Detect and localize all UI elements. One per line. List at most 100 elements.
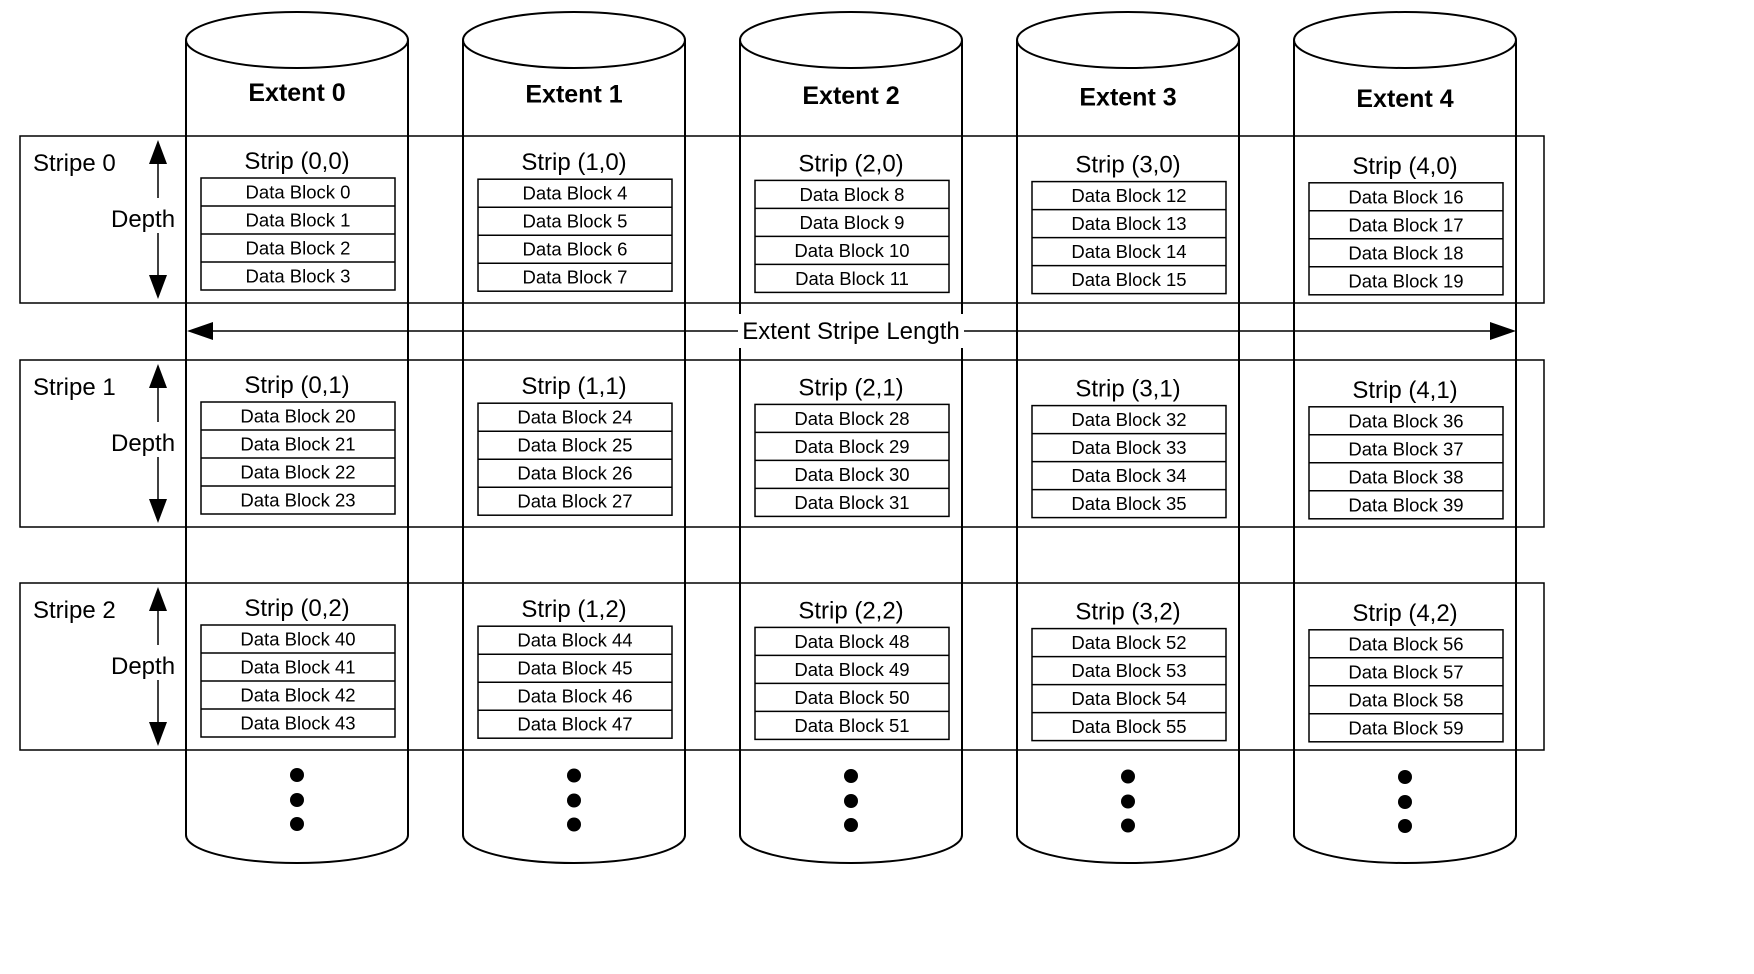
data-block: Data Block 59 — [1348, 717, 1463, 738]
extent-title: Extent 3 — [1079, 84, 1176, 112]
stripe-band — [19, 359, 1545, 528]
data-block: Data Block 47 — [517, 714, 632, 735]
data-block: Data Block 34 — [1071, 465, 1186, 486]
data-block: Data Block 38 — [1348, 466, 1463, 487]
stripe-band — [19, 582, 1545, 751]
data-block: Data Block 29 — [794, 436, 909, 457]
data-block: Data Block 55 — [1071, 716, 1186, 737]
data-block: Data Block 5 — [523, 211, 628, 232]
data-block: Data Block 25 — [517, 435, 632, 456]
arrowhead-down — [149, 275, 167, 299]
continuation-dot — [567, 817, 581, 832]
strip-label: Strip (2,2) — [798, 597, 903, 624]
data-block: Data Block 43 — [240, 713, 355, 734]
data-block: Data Block 6 — [523, 239, 628, 260]
data-block: Data Block 33 — [1071, 437, 1186, 458]
continuation-dot — [1121, 818, 1135, 833]
stripe-length-label-bg — [739, 314, 963, 348]
continuation-dot — [844, 818, 858, 832]
arrowhead-left — [187, 322, 213, 340]
continuation-dot — [1121, 769, 1135, 784]
stripe-label: Stripe 0 — [33, 150, 116, 177]
data-block: Data Block 2 — [246, 238, 351, 259]
data-block: Data Block 12 — [1071, 185, 1186, 206]
data-block: Data Block 23 — [240, 490, 355, 511]
arrowhead-down — [149, 499, 167, 523]
arrowhead-up — [149, 364, 167, 388]
stripe-label: Stripe 2 — [33, 597, 116, 624]
extent-title: Extent 0 — [248, 79, 345, 107]
data-block: Data Block 24 — [517, 407, 632, 428]
data-block: Data Block 26 — [517, 463, 632, 484]
extent-title: Extent 1 — [525, 81, 622, 109]
arrowhead-right — [1490, 322, 1516, 340]
stripe-length-arrow: Extent Stripe Length — [187, 314, 1516, 348]
data-block: Data Block 17 — [1348, 214, 1463, 235]
strip: Strip (2,2) Data Block 48 Data Block 49 Dat… — [754, 597, 950, 741]
data-block: Data Block 37 — [1348, 438, 1463, 459]
data-block: Data Block 0 — [246, 182, 351, 203]
strip: Strip (0,1) Data Block 20 Data Block 21 Dat… — [200, 372, 396, 515]
stripe-annotation: Stripe 0 Depth — [33, 140, 175, 299]
stripe-annotation: Stripe 2 Depth — [33, 587, 175, 746]
strip-label: Strip (3,2) — [1075, 599, 1180, 626]
data-block: Data Block 51 — [794, 715, 909, 736]
continuation-dot — [1398, 795, 1412, 809]
data-block: Data Block 32 — [1071, 409, 1186, 430]
stripe-bands — [19, 135, 1545, 751]
data-block: Data Block 35 — [1071, 493, 1186, 514]
data-block: Data Block 30 — [794, 464, 909, 485]
continuation-dot — [567, 768, 581, 783]
cylinder-top — [185, 11, 409, 69]
extent-title: Extent 2 — [802, 82, 899, 110]
depth-label: Depth — [111, 653, 175, 680]
data-block: Data Block 21 — [240, 434, 355, 455]
strip-label: Strip (0,1) — [244, 372, 349, 399]
continuation-dot — [844, 794, 858, 808]
strip: Strip (0,2) Data Block 40 Data Block 41 Dat… — [200, 595, 396, 738]
cylinder-top — [1016, 11, 1240, 69]
data-block: Data Block 16 — [1348, 186, 1463, 207]
data-block: Data Block 22 — [240, 462, 355, 483]
data-block: Data Block 41 — [240, 657, 355, 678]
depth-label: Depth — [111, 206, 175, 233]
continuation-dot — [290, 817, 304, 831]
strip-label: Strip (3,0) — [1075, 152, 1180, 179]
data-block: Data Block 31 — [794, 492, 909, 513]
stripe-band — [19, 135, 1545, 304]
data-block: Data Block 57 — [1348, 661, 1463, 682]
data-block: Data Block 9 — [800, 212, 905, 233]
data-block: Data Block 36 — [1348, 410, 1463, 431]
data-block: Data Block 42 — [240, 685, 355, 706]
arrowhead-up — [149, 587, 167, 611]
data-block: Data Block 11 — [795, 268, 909, 289]
strip-label: Strip (2,1) — [798, 374, 903, 401]
cylinder-top — [462, 11, 686, 69]
strip-label: Strip (4,1) — [1352, 377, 1457, 404]
continuation-dot — [844, 769, 858, 783]
data-block: Data Block 56 — [1348, 633, 1463, 654]
strip-label: Strip (4,2) — [1352, 600, 1457, 627]
data-block: Data Block 10 — [794, 240, 909, 261]
data-block: Data Block 58 — [1348, 689, 1463, 710]
strip-label: Strip (1,1) — [521, 373, 626, 400]
strip-label: Strip (0,2) — [244, 595, 349, 622]
data-block: Data Block 40 — [240, 629, 355, 650]
data-block: Data Block 15 — [1071, 269, 1186, 290]
data-block: Data Block 49 — [794, 659, 909, 680]
data-block: Data Block 7 — [523, 267, 628, 288]
data-block: Data Block 20 — [240, 406, 355, 427]
strip-label: Strip (1,0) — [521, 149, 626, 176]
cylinder-top — [1293, 11, 1517, 69]
data-block: Data Block 1 — [246, 210, 351, 231]
data-block: Data Block 48 — [794, 631, 909, 652]
strip-label: Strip (2,0) — [798, 150, 903, 177]
data-block: Data Block 46 — [517, 686, 632, 707]
